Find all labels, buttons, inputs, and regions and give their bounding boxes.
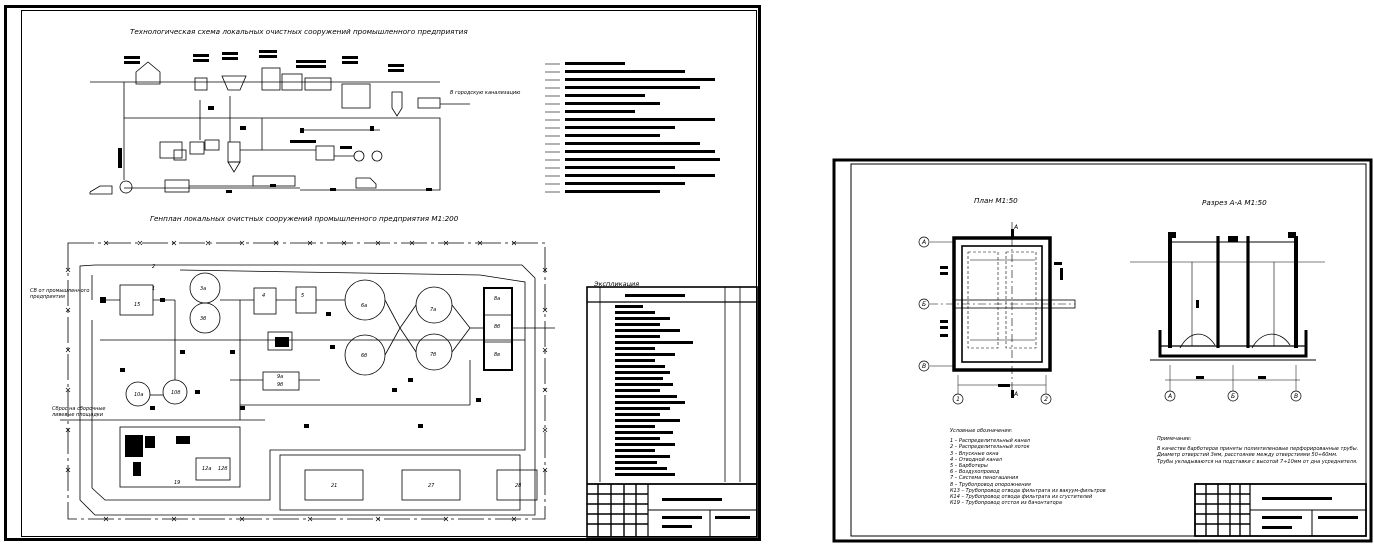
- legend-item: 7 – Система пеногашения: [950, 475, 1019, 482]
- sheet-2-inner-frame: [850, 163, 1367, 537]
- svg-text:5: 5: [301, 293, 304, 299]
- axis-a: А: [921, 239, 926, 246]
- axis-v: В: [922, 363, 926, 370]
- drawing-sheet-2: [832, 158, 1373, 543]
- building-1: [135, 61, 161, 85]
- explication-table: [586, 286, 758, 538]
- svg-text:4: 4: [262, 293, 265, 299]
- legend-item: 2 – Распределительный лоток: [950, 444, 1030, 451]
- note-line: В качестве барботеров приняты полиэтилен…: [1157, 446, 1359, 453]
- axis-b: Б: [922, 301, 926, 308]
- legend-item: К19 – Трубопровод отстоя из бачонтатора: [950, 500, 1062, 507]
- svg-text:10б: 10б: [171, 390, 180, 396]
- plan-axis-labels: А Б В 1 2 А А: [921, 224, 1048, 403]
- city-sewer-label: В городскую канализацию: [450, 90, 521, 96]
- svg-text:10а: 10а: [134, 392, 143, 398]
- legend-item: 1 – Распределительный канал: [950, 438, 1030, 445]
- sheet-1-inner-frame: [21, 10, 757, 537]
- legend-item: 5 – Барботеры: [950, 463, 988, 470]
- section-axis-b: Б: [1231, 393, 1235, 400]
- svg-text:19: 19: [174, 480, 180, 486]
- section-axis-labels: А Б В: [1167, 393, 1298, 400]
- legend-item: 6 – Воздухопровод: [950, 469, 1000, 476]
- process-scheme: [89, 61, 470, 195]
- svg-text:27: 27: [428, 483, 435, 489]
- svg-text:12б: 12б: [218, 466, 227, 472]
- legend-block: Условные обозначения: 1 – Распределитель…: [950, 428, 1106, 506]
- settler-plan: [918, 222, 1076, 405]
- site-plan-markers: [100, 297, 481, 476]
- scheme-title: Технологическая схема локальных очистных…: [130, 27, 468, 36]
- outlet-label-line2: ливевые площадки: [52, 412, 104, 418]
- sheet-2-title-block: [1194, 483, 1367, 537]
- genplan-title: Генплан локальных очистных сооружений пр…: [150, 214, 459, 223]
- legend-title: Условные обозначения:: [950, 428, 1013, 434]
- legend-item: 3 – Впускные окна: [950, 450, 999, 457]
- section-title: Разрез А-А М1:50: [1202, 198, 1267, 207]
- axis-1: 1: [956, 396, 960, 403]
- svg-text:7б: 7б: [430, 352, 436, 358]
- svg-text:8в: 8в: [494, 352, 500, 358]
- section-axis-v: В: [1294, 393, 1298, 400]
- svg-text:21: 21: [331, 483, 337, 489]
- site-plan: [60, 242, 555, 520]
- explication-title: Экспликация: [594, 280, 640, 288]
- legend-item: 4 – Отводной канал: [950, 456, 1002, 463]
- plan-numbers: 3а 3б 4 5 6а 6б 7а 7б 8а 8б 8в 10а 10б 15 19 12а…: [134, 264, 521, 489]
- settler-section: [1130, 232, 1325, 402]
- outlet-label-line1: Сброс на сборочные: [52, 406, 106, 412]
- svg-text:3б: 3б: [200, 316, 206, 322]
- section-mark-bottom: А: [1013, 391, 1018, 398]
- svg-text:15: 15: [134, 302, 140, 308]
- svg-text:9б: 9б: [277, 382, 283, 388]
- legend-item: 8 – Трубопровод опорожнения: [950, 481, 1031, 488]
- svg-text:28: 28: [515, 483, 521, 489]
- section-axis-a: А: [1167, 393, 1172, 400]
- svg-text:2: 2: [152, 264, 155, 270]
- note-title: Примечание:: [1157, 436, 1192, 442]
- section-mark-top: А: [1013, 224, 1018, 231]
- svg-text:1: 1: [152, 286, 155, 292]
- inlet-label-line1: СВ от промышленного: [30, 288, 90, 294]
- scheme-labels: [118, 50, 432, 193]
- svg-text:6б: 6б: [361, 353, 367, 359]
- svg-text:6а: 6а: [361, 303, 367, 309]
- legend-item: К14 – Трубопровод отвода фильтрата из сг…: [950, 494, 1093, 501]
- inlet-label-line2: предприятия: [30, 294, 65, 300]
- fence-marks: [65, 240, 548, 522]
- axis-2: 2: [1044, 396, 1048, 403]
- note-block: Примечание: В качестве барботеров принят…: [1157, 436, 1358, 465]
- svg-text:12а: 12а: [202, 466, 211, 472]
- svg-text:8б: 8б: [494, 324, 500, 330]
- legend-item: К13 – Трубопровод отвода фильтрата из ва…: [950, 487, 1106, 494]
- svg-text:3а: 3а: [200, 286, 206, 292]
- note-line: Диаметр отверстий 3мм, расстояние между …: [1157, 452, 1338, 459]
- plan-title: План М1:50: [974, 196, 1018, 205]
- svg-text:8а: 8а: [494, 296, 500, 302]
- scheme-legend: [545, 62, 720, 193]
- note-line: Трубы укладываются на подставки с высото…: [1157, 458, 1358, 465]
- svg-text:7а: 7а: [430, 307, 436, 313]
- svg-text:9а: 9а: [277, 374, 283, 380]
